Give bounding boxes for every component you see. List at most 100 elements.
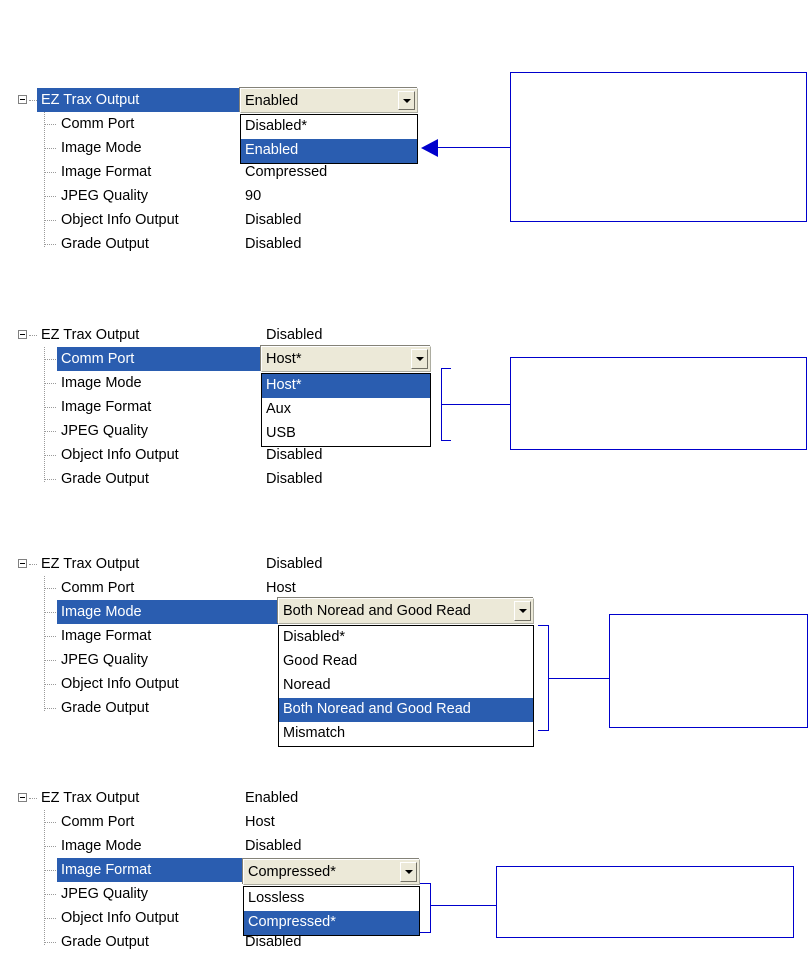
callout-leader-line bbox=[420, 932, 431, 933]
table-row[interactable]: Image Format bbox=[0, 858, 460, 882]
combobox-display: Enabled bbox=[242, 90, 398, 111]
tree-label[interactable]: Object Info Output bbox=[61, 910, 179, 926]
tree-label[interactable]: Object Info Output bbox=[61, 212, 179, 228]
table-row[interactable]: Image Format bbox=[0, 395, 460, 419]
table-row[interactable]: Comm Port Host bbox=[0, 810, 460, 834]
tree-connector bbox=[45, 942, 56, 944]
tree-label[interactable]: Comm Port bbox=[61, 814, 135, 830]
table-row[interactable]: EZ Trax Output Disabled bbox=[0, 323, 460, 347]
tree-label[interactable]: EZ Trax Output bbox=[41, 556, 140, 572]
dropdown-option[interactable]: Compressed* bbox=[244, 911, 419, 935]
tree-value: Disabled bbox=[266, 556, 323, 572]
table-row[interactable]: Image Mode Disabled bbox=[0, 834, 460, 858]
chevron-down-icon[interactable] bbox=[411, 349, 428, 369]
combobox-comm-port[interactable]: Host* bbox=[261, 346, 431, 372]
tree-label[interactable]: Object Info Output bbox=[61, 447, 179, 463]
dropdown-option[interactable]: Lossless bbox=[248, 890, 305, 906]
callout-box-4 bbox=[496, 866, 794, 938]
table-row[interactable]: Grade Output Disabled bbox=[0, 930, 460, 954]
callout-leader-line bbox=[538, 730, 549, 731]
table-row[interactable]: Comm Port bbox=[0, 112, 420, 136]
table-row[interactable]: Image Mode bbox=[0, 136, 420, 160]
chevron-down-icon[interactable] bbox=[398, 91, 415, 110]
table-row[interactable]: Object Info Output Disabled bbox=[0, 443, 460, 467]
minus-box-icon[interactable] bbox=[18, 95, 27, 104]
chevron-down-icon[interactable] bbox=[514, 601, 531, 621]
table-row[interactable]: Object Info Output Disabled bbox=[0, 208, 420, 232]
tree-label[interactable]: JPEG Quality bbox=[61, 423, 149, 439]
table-row[interactable]: Comm Port Host bbox=[0, 576, 560, 600]
tree-label[interactable]: Image Mode bbox=[57, 600, 282, 624]
table-row[interactable]: EZ Trax Output Disabled bbox=[0, 552, 560, 576]
tree-label[interactable]: Image Mode bbox=[61, 140, 142, 156]
callout-box-3 bbox=[609, 614, 808, 728]
dropdown-option[interactable]: Host* bbox=[262, 374, 430, 398]
tree-label[interactable]: Image Format bbox=[61, 628, 152, 644]
table-row[interactable]: Image Mode bbox=[0, 371, 460, 395]
tree-label[interactable]: Image Format bbox=[61, 399, 152, 415]
tree-label[interactable]: EZ Trax Output bbox=[41, 327, 140, 343]
table-row[interactable]: Image Format Compressed bbox=[0, 160, 420, 184]
dropdown-list-comm-port[interactable]: Host* Aux USB bbox=[261, 373, 431, 447]
combobox-image-mode[interactable]: Both Noread and Good Read bbox=[278, 598, 534, 624]
dropdown-option[interactable]: Mismatch bbox=[283, 725, 346, 741]
minus-box-icon[interactable] bbox=[18, 793, 27, 802]
table-row[interactable]: Grade Output Disabled bbox=[0, 467, 460, 491]
tree-label[interactable]: Object Info Output bbox=[61, 676, 179, 692]
combobox-image-format[interactable]: Compressed* bbox=[243, 859, 420, 885]
table-row[interactable]: Image Format bbox=[0, 624, 560, 648]
tree-connector bbox=[45, 612, 56, 614]
table-row[interactable]: EZ Trax Output bbox=[0, 88, 420, 112]
tree-label[interactable]: Image Format bbox=[57, 858, 245, 882]
dropdown-option[interactable]: Disabled* bbox=[245, 118, 308, 134]
tree-label[interactable]: Comm Port bbox=[61, 580, 135, 596]
table-row[interactable]: Image Mode bbox=[0, 600, 560, 624]
dropdown-list-image-format[interactable]: Lossless Compressed* bbox=[243, 886, 420, 936]
combobox-ez-trax-output[interactable]: Enabled bbox=[240, 88, 418, 113]
dropdown-option[interactable]: Aux bbox=[266, 401, 291, 417]
table-row[interactable]: JPEG Quality bbox=[0, 419, 460, 443]
tree-label[interactable]: EZ Trax Output bbox=[41, 790, 140, 806]
minus-box-icon[interactable] bbox=[18, 330, 27, 339]
tree-label[interactable]: Grade Output bbox=[61, 236, 149, 252]
minus-box-icon[interactable] bbox=[18, 559, 27, 568]
dropdown-option[interactable]: Good Read bbox=[283, 653, 358, 669]
dropdown-list-image-mode[interactable]: Disabled* Good Read Noread Both Noread a… bbox=[278, 625, 534, 747]
tree-label[interactable]: JPEG Quality bbox=[61, 188, 149, 204]
tree-connector bbox=[45, 196, 56, 198]
table-row[interactable]: Comm Port bbox=[0, 347, 460, 371]
tree-label[interactable]: Comm Port bbox=[57, 347, 260, 371]
tree-label[interactable]: Comm Port bbox=[61, 116, 135, 132]
table-row[interactable]: Grade Output Disabled bbox=[0, 232, 420, 256]
tree-label[interactable]: Grade Output bbox=[61, 471, 149, 487]
tree-value: Compressed bbox=[245, 164, 328, 180]
dropdown-option[interactable]: Disabled* bbox=[283, 629, 346, 645]
callout-box-1 bbox=[510, 72, 807, 222]
tree-label[interactable]: JPEG Quality bbox=[61, 652, 149, 668]
tree-label[interactable]: Image Mode bbox=[61, 375, 142, 391]
table-row[interactable]: EZ Trax Output Enabled bbox=[0, 786, 460, 810]
dropdown-option[interactable]: Enabled bbox=[241, 139, 417, 163]
dropdown-option[interactable]: USB bbox=[266, 425, 296, 441]
tree-value: Enabled bbox=[245, 790, 299, 806]
table-row[interactable]: Object Info Output bbox=[0, 906, 460, 930]
dropdown-option[interactable]: Both Noread and Good Read bbox=[279, 698, 533, 722]
table-row[interactable]: JPEG Quality bbox=[0, 648, 560, 672]
tree-label[interactable]: Grade Output bbox=[61, 934, 149, 950]
callout-leader-line bbox=[441, 440, 451, 441]
tree-label[interactable]: JPEG Quality bbox=[61, 886, 149, 902]
table-row[interactable]: JPEG Quality bbox=[0, 882, 460, 906]
tree-connector bbox=[45, 220, 56, 222]
dropdown-option[interactable]: Noread bbox=[283, 677, 331, 693]
tree-label[interactable]: EZ Trax Output bbox=[37, 88, 240, 112]
table-row[interactable]: JPEG Quality 90 bbox=[0, 184, 420, 208]
tree-label[interactable]: Image Format bbox=[61, 164, 152, 180]
callout-leader-line bbox=[538, 625, 549, 626]
tree-label[interactable]: Grade Output bbox=[61, 700, 149, 716]
dropdown-list-ez-trax-output[interactable]: Disabled* Enabled bbox=[240, 114, 418, 164]
chevron-down-icon[interactable] bbox=[400, 862, 417, 882]
table-row[interactable]: Grade Output bbox=[0, 696, 560, 720]
tree-label[interactable]: Image Mode bbox=[61, 838, 142, 854]
callout-leader-line bbox=[441, 368, 451, 369]
table-row[interactable]: Object Info Output bbox=[0, 672, 560, 696]
